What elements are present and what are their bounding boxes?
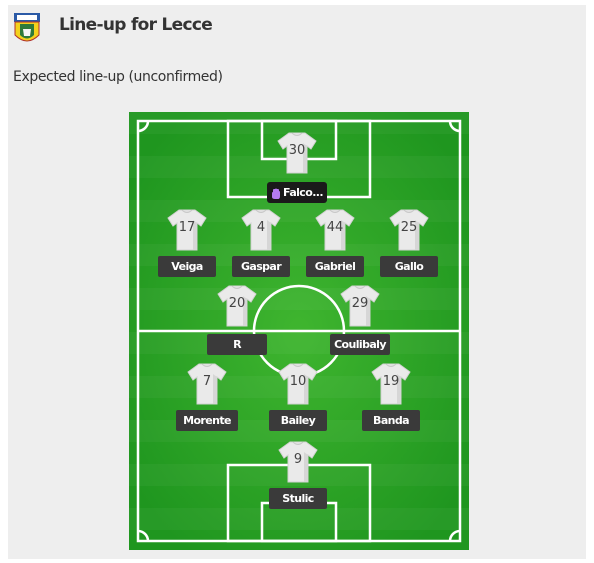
player-name-tag: Banda [362, 410, 420, 431]
player-name-tag: R [207, 334, 267, 355]
shirt-number: 17 [178, 220, 196, 235]
player-name-tag: Stulic [269, 488, 327, 509]
player-name-tag: Gaspar [232, 256, 290, 277]
shirt-number: 30 [288, 143, 306, 158]
pitch-markings [129, 112, 469, 550]
player-name-tag: Gallo [380, 256, 438, 277]
goalkeeper-glove-icon [272, 188, 281, 199]
shirt-number: 7 [202, 374, 212, 389]
player-name-tag: Bailey [269, 410, 327, 431]
lecce-crest-icon [14, 13, 40, 42]
player-name-tag: Morente [176, 410, 238, 431]
page-title: Line-up for Lecce [59, 15, 213, 35]
shirt-number: 29 [351, 296, 369, 311]
shirt-number: 19 [382, 374, 400, 389]
shirt-number: 20 [228, 296, 246, 311]
football-pitch: 30 Falco... 17 Veiga 4 Gaspar 44 Gabriel… [129, 112, 469, 550]
shirt-number: 9 [293, 452, 303, 467]
player-name-tag: Coulibaly [330, 334, 390, 355]
player-name: Falco... [283, 186, 323, 199]
shirt-number: 44 [326, 220, 344, 235]
shirt-number: 4 [256, 220, 266, 235]
lineup-status-text: Expected line-up (unconfirmed) [13, 69, 223, 85]
player-name-tag: Falco... [267, 182, 327, 203]
shirt-number: 25 [400, 220, 418, 235]
shirt-number: 10 [289, 374, 307, 389]
lineup-panel: Line-up for Lecce Expected line-up (unco… [8, 5, 586, 559]
player-name-tag: Gabriel [306, 256, 364, 277]
player-name-tag: Veiga [158, 256, 216, 277]
